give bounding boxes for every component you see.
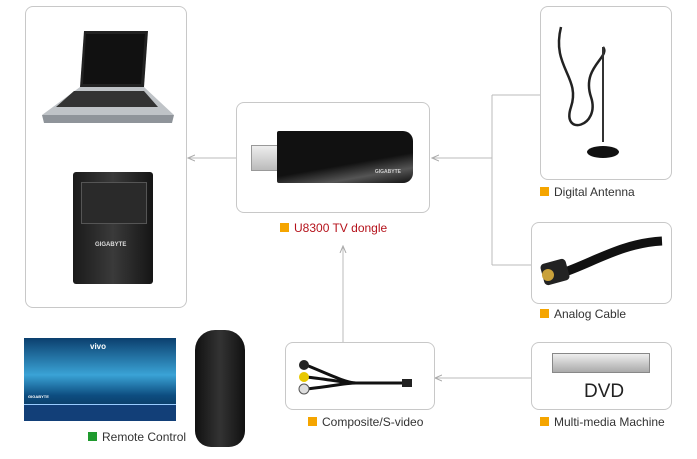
dongle-brand: GIGABYTE <box>374 169 401 175</box>
bullet-icon <box>540 187 549 196</box>
brand-text: GIGABYTE <box>95 242 127 248</box>
dvd-text: DVD <box>584 381 625 402</box>
bullet-icon <box>88 432 97 441</box>
nas-server-image: GIGABYTE <box>73 172 153 284</box>
bullet-icon <box>308 417 317 426</box>
antenna-label: Digital Antenna <box>540 185 635 199</box>
pc-box: GIGABYTE <box>25 6 187 308</box>
dongle-label: U8300 TV dongle <box>280 221 387 235</box>
screen-brand: GIGABYTE <box>28 394 49 399</box>
composite-box <box>285 342 435 410</box>
dvd-player-image <box>552 353 650 373</box>
vivo-logo: vivo <box>90 342 107 351</box>
analog-cable-image <box>540 236 663 286</box>
composite-label: Composite/S-video <box>308 415 423 429</box>
analog-box <box>531 222 672 304</box>
laptop-image <box>42 31 174 123</box>
label-text: Analog Cable <box>554 307 627 321</box>
label-text: Composite/S-video <box>322 415 424 429</box>
remote-control-image <box>195 330 245 447</box>
screen-toolbar <box>24 404 176 421</box>
analog-label: Analog Cable <box>540 307 626 321</box>
dongle-image: GIGABYTE <box>277 131 413 183</box>
antenna-image <box>557 26 619 158</box>
bullet-icon <box>540 309 549 318</box>
bullet-icon <box>540 417 549 426</box>
label-text: U8300 TV dongle <box>294 221 388 235</box>
dvd-box: DVD <box>531 342 672 410</box>
dvd-label: Multi-media Machine <box>540 415 665 429</box>
label-text: Multi-media Machine <box>554 415 665 429</box>
label-text: Digital Antenna <box>554 185 635 199</box>
remote-label: Remote Control <box>88 430 186 444</box>
composite-cable-image <box>298 360 412 395</box>
dongle-box: GIGABYTE <box>236 102 430 213</box>
antenna-box <box>540 6 672 180</box>
media-center-screen: vivo GIGABYTE <box>24 338 176 421</box>
label-text: Remote Control <box>102 430 187 444</box>
usb-plug <box>251 145 279 171</box>
bullet-icon <box>280 223 289 232</box>
